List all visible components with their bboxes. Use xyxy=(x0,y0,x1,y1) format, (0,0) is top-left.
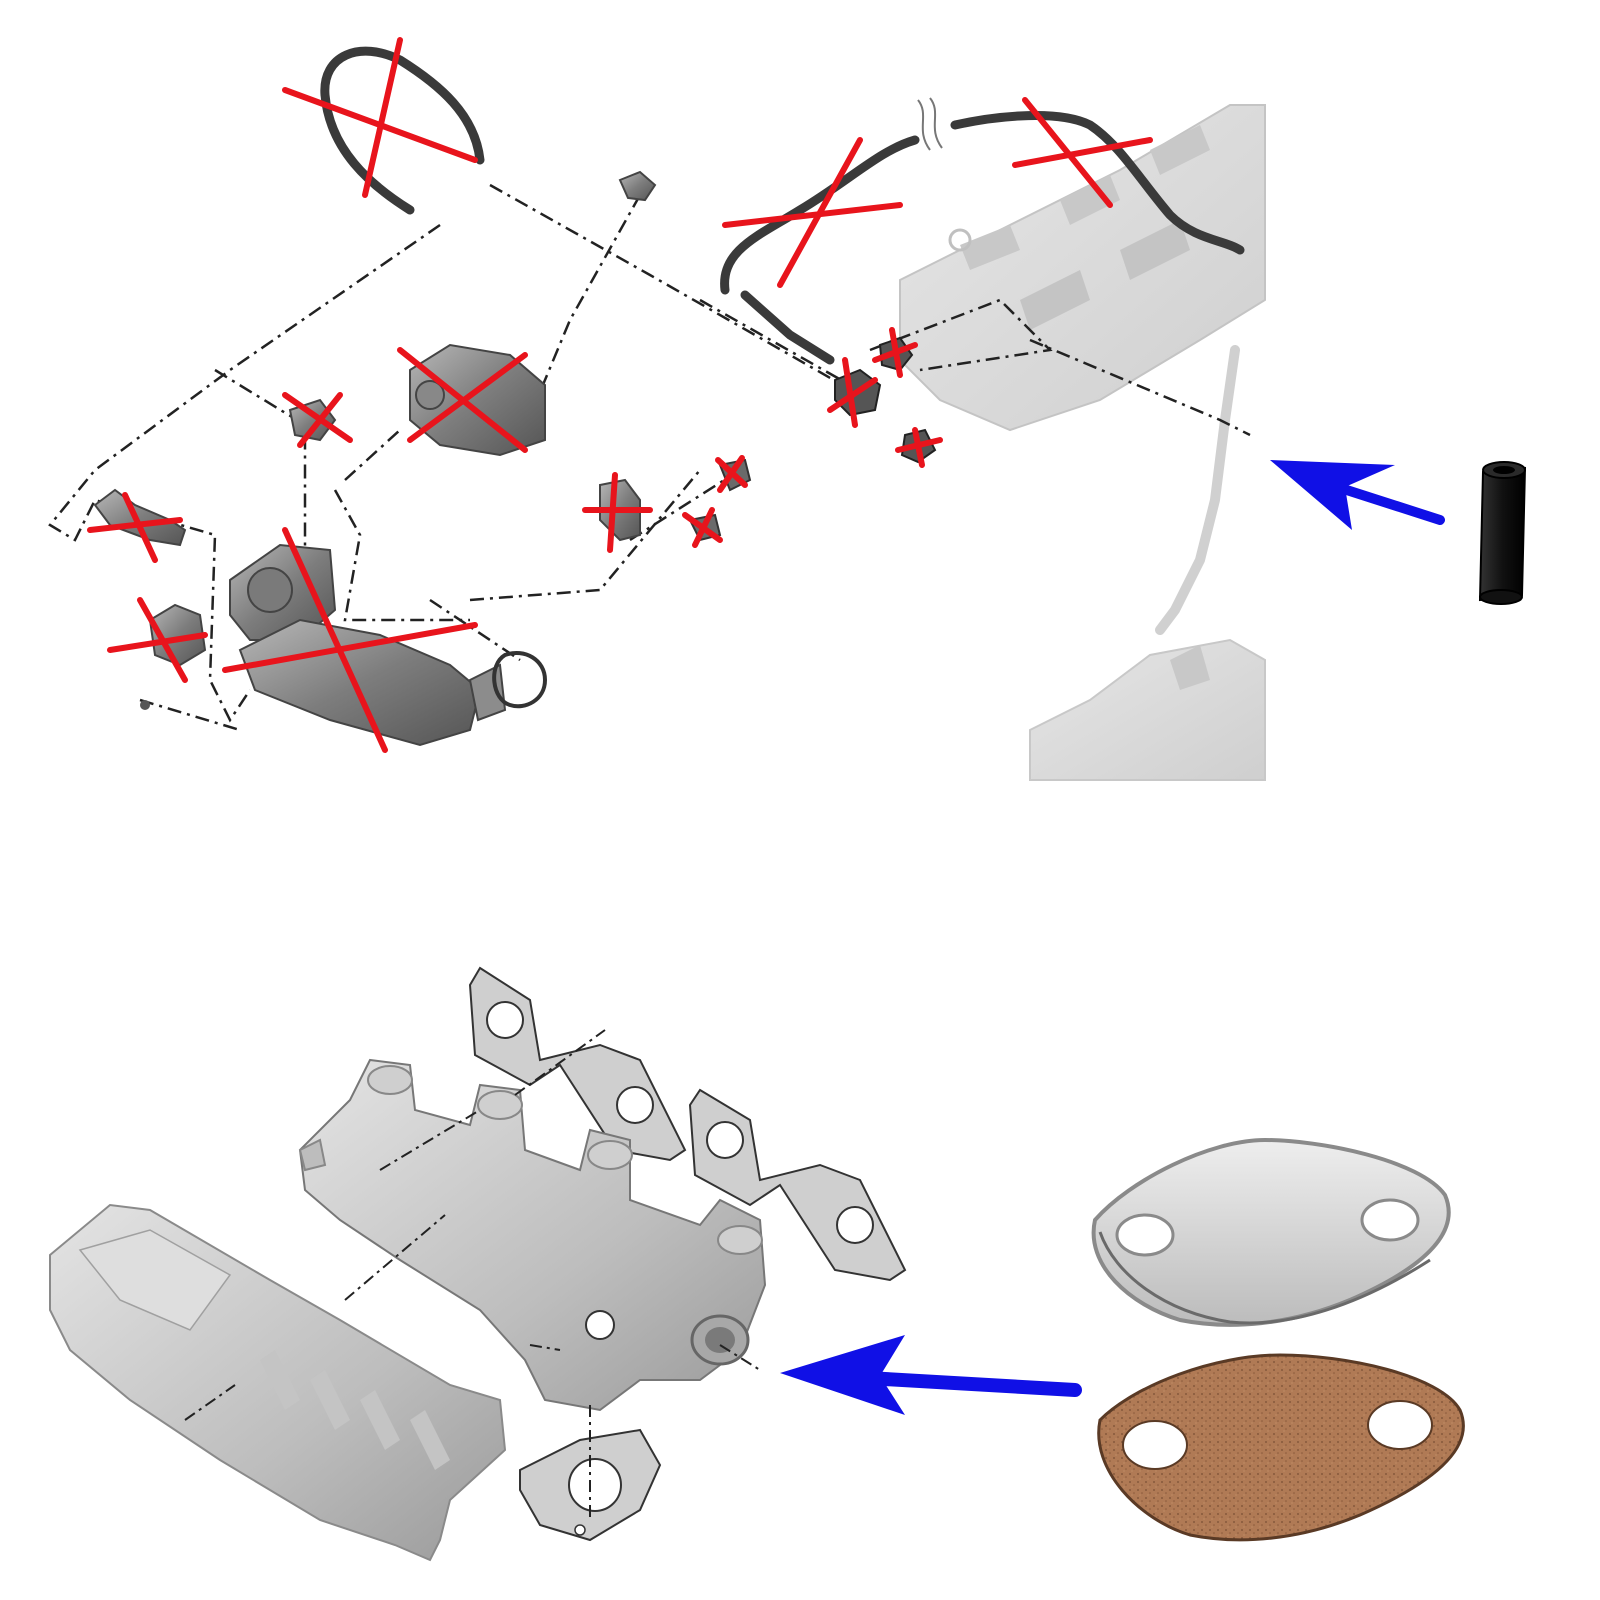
small-sensor xyxy=(618,170,657,202)
removed-mark-hose-right xyxy=(1012,97,1153,208)
rubber-blanking-plug xyxy=(1478,461,1527,605)
arrow-to-plug-location xyxy=(1270,460,1445,530)
removed-mark-bracket xyxy=(282,392,353,448)
leader-lines xyxy=(48,183,1251,732)
hose-upper-left xyxy=(320,46,485,215)
hose-to-valve xyxy=(740,290,835,365)
hose-right xyxy=(950,111,1245,255)
hose-break-mark xyxy=(917,97,943,151)
removed-mark-valve-fitting xyxy=(895,427,943,468)
exhaust-manifold-diagram xyxy=(49,966,1465,1562)
gasket-bolt-hole-left xyxy=(1122,1420,1188,1470)
removed-mark-actuator xyxy=(107,597,208,683)
removed-mark-fitting-a xyxy=(715,455,748,493)
elbow-pipe-left xyxy=(93,488,187,547)
arrow-to-manifold-port xyxy=(780,1335,1082,1415)
heat-shield xyxy=(49,1203,507,1562)
sensor-port xyxy=(585,1310,615,1340)
removal-marks xyxy=(87,37,1153,753)
removed-mark-connector xyxy=(872,327,918,378)
removed-mark-fitting-b xyxy=(682,507,723,548)
bracket-small xyxy=(288,398,337,442)
cork-gasket xyxy=(1097,1353,1465,1542)
gasket-bolt-hole-right xyxy=(1367,1400,1433,1450)
egr-removal-diagram xyxy=(48,37,1527,781)
removed-mark-elbow-left xyxy=(87,492,183,563)
removed-mark-elbow-right xyxy=(582,472,653,553)
cooler-gasket xyxy=(492,651,548,709)
plate-bolt-hole-left xyxy=(1115,1213,1175,1257)
removed-mark-cooler xyxy=(222,527,478,753)
removed-mark-egr-valve xyxy=(397,347,528,453)
hose-center xyxy=(720,135,920,295)
removed-mark-hose-upper-left xyxy=(282,37,478,198)
manifold-leader-lines xyxy=(184,1029,761,1520)
egr-parts xyxy=(93,170,937,747)
hoses xyxy=(320,46,1245,365)
metal-blanking-plate xyxy=(1091,1137,1451,1327)
dipstick-tube-ghost xyxy=(1155,345,1240,635)
manifold-gaskets xyxy=(468,966,907,1282)
engine-block-ghost xyxy=(899,104,1266,432)
engine-lower-ghost xyxy=(1029,638,1266,781)
egr-valve xyxy=(409,343,546,457)
removed-mark-solenoid xyxy=(827,357,878,428)
removed-mark-hose-center xyxy=(722,137,903,288)
plate-bolt-hole-right xyxy=(1360,1198,1420,1242)
vacuum-actuator xyxy=(148,603,207,667)
